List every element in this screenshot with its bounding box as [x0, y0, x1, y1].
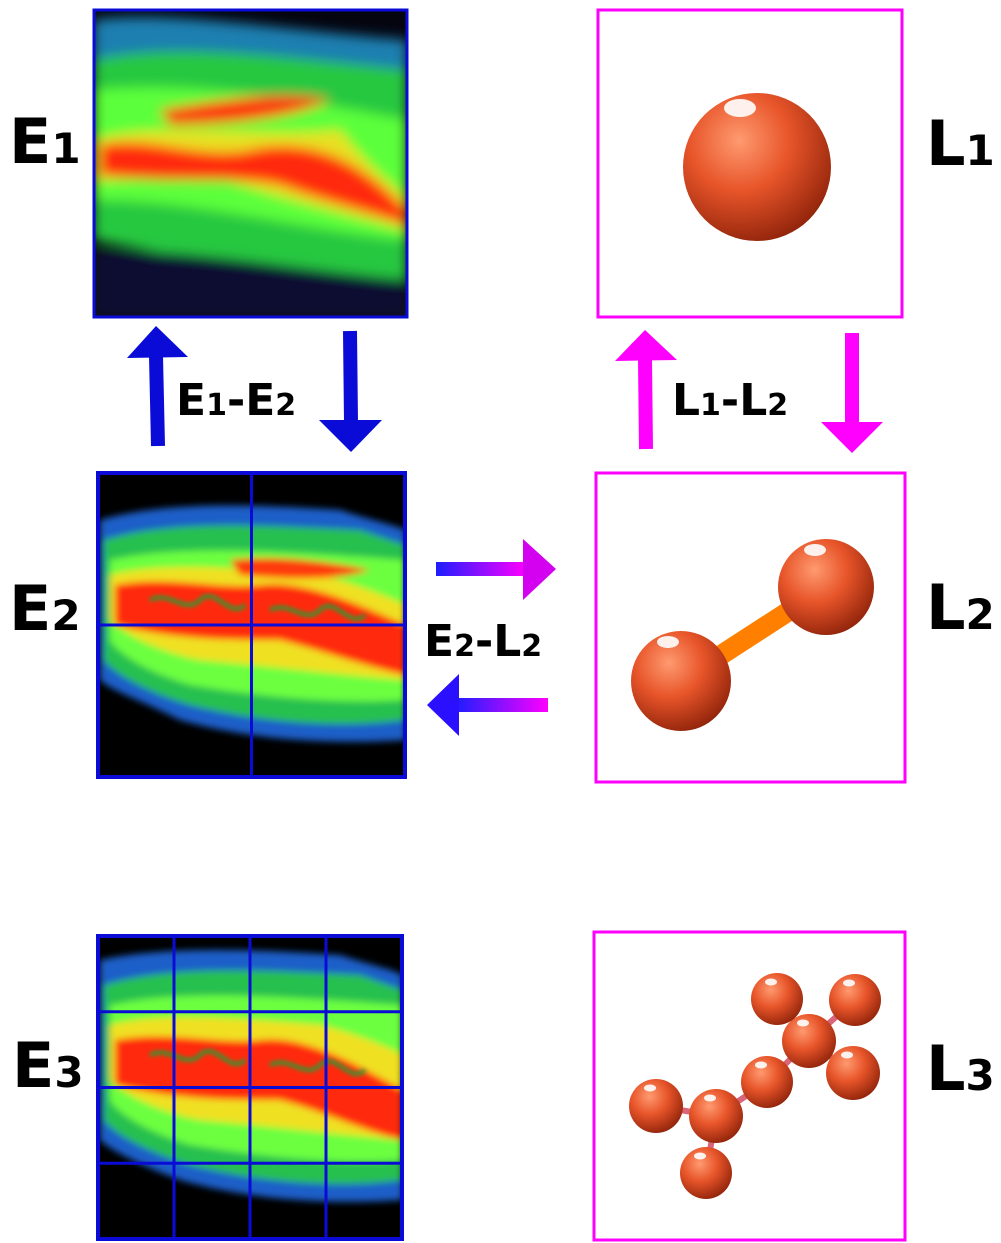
arrow-up-icon [615, 330, 677, 450]
link-label-a: L [672, 375, 700, 426]
particle [631, 631, 731, 731]
e3-grid [96, 934, 404, 1241]
link-label-a-sub: 1 [700, 388, 721, 423]
arrow-down-icon [821, 333, 883, 453]
particle [680, 1147, 732, 1199]
particle [778, 539, 874, 635]
link-label-dash: - [227, 375, 245, 426]
l2-label: L2 [926, 571, 995, 644]
arrow-up-icon [127, 326, 188, 447]
e3-panel [96, 934, 404, 1241]
link-label-dash: - [721, 375, 739, 426]
particle [826, 1046, 880, 1100]
e2-label-sub: 2 [51, 591, 80, 640]
particle [782, 1014, 836, 1068]
e1-flow-field [94, 10, 407, 317]
e2-l2-link-label: E2-L2 [424, 616, 542, 667]
link-label-b: L [493, 616, 521, 667]
l1-label-main: L [926, 107, 966, 180]
particle [741, 1056, 793, 1108]
link-label-a-sub: 2 [454, 629, 475, 664]
link-label-a: E [424, 616, 454, 667]
e2-label-main: E [9, 572, 51, 645]
l1-l2-link-label: L1-L2 [672, 375, 788, 426]
e2-label: E2 [9, 572, 81, 645]
l2-label-main: L [926, 571, 966, 644]
link-label-b: E [245, 375, 275, 426]
link-label-dash: - [475, 616, 493, 667]
e2-grid [96, 471, 407, 779]
e1-label: E1 [9, 105, 81, 178]
link-label-b-sub: 2 [521, 629, 542, 664]
l1-panel [596, 8, 904, 319]
arrow-down-icon [319, 330, 382, 452]
link-label-b-sub: 2 [767, 388, 788, 423]
e3-label-sub: 3 [54, 1048, 83, 1097]
e1-panel [92, 8, 409, 319]
l2-label-sub: 2 [966, 590, 995, 639]
link-label-b: L [739, 375, 767, 426]
l3-label: L3 [926, 1032, 995, 1105]
particle [689, 1089, 743, 1143]
arrow-left-icon [427, 674, 548, 736]
e1-e2-link-label: E1-E2 [176, 375, 296, 426]
l2-panel [594, 471, 907, 784]
arrow-right-icon [436, 539, 556, 600]
e3-label: E3 [12, 1029, 84, 1102]
particle [629, 1079, 683, 1133]
e1-label-sub: 1 [51, 124, 80, 173]
l1-label: L1 [926, 107, 995, 180]
e2-panel [96, 471, 407, 779]
l3-label-main: L [926, 1032, 966, 1105]
l3-label-sub: 3 [966, 1051, 995, 1100]
e3-label-main: E [12, 1029, 54, 1102]
particle [683, 93, 831, 241]
link-label-a-sub: 1 [206, 388, 227, 423]
link-label-a: E [176, 375, 206, 426]
particle [751, 973, 803, 1025]
e1-label-main: E [9, 105, 51, 178]
l1-label-sub: 1 [966, 126, 995, 175]
link-label-b-sub: 2 [275, 388, 296, 423]
l3-panel [592, 930, 907, 1242]
particle [829, 974, 881, 1026]
